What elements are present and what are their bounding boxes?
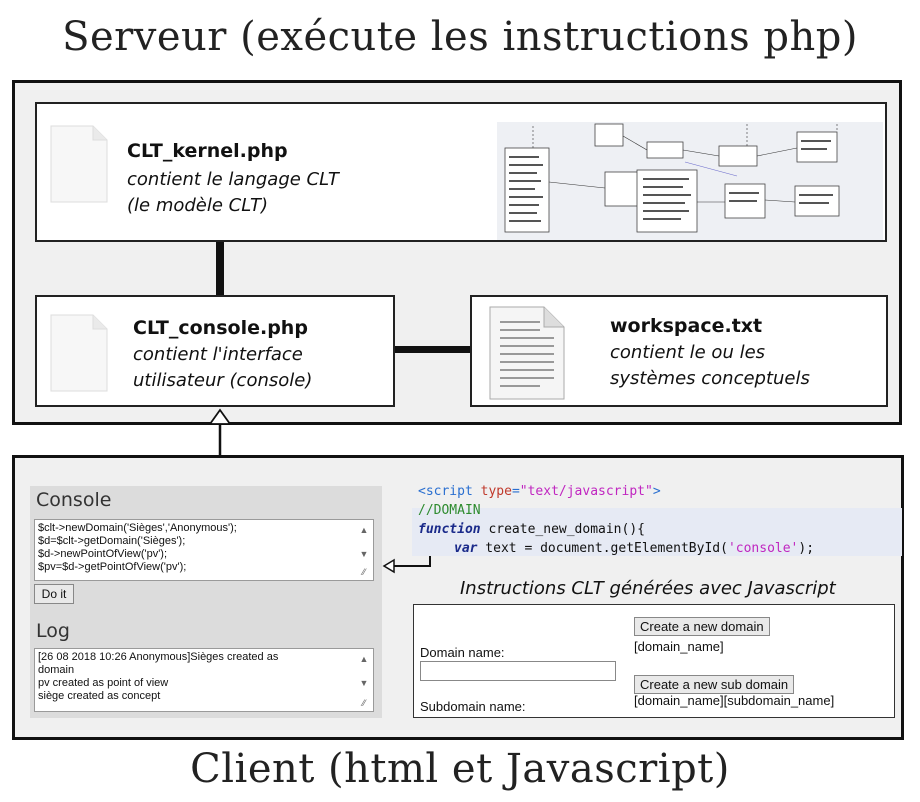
console-textarea[interactable]: $clt->newDomain('Sièges','Anonymous'); $… <box>34 519 374 581</box>
javascript-code-snippet: <script type="text/javascript"> //DOMAIN… <box>412 482 902 562</box>
domain-name-input[interactable] <box>420 661 616 681</box>
scroll-up-icon[interactable]: ▲ <box>359 525 369 535</box>
workspace-box: workspace.txt contient le ou les système… <box>470 295 888 407</box>
code-line-2: //DOMAIN <box>418 503 481 518</box>
create-domain-button[interactable]: Create a new domain <box>634 617 770 636</box>
console-php-box: CLT_console.php contient l'interface uti… <box>35 295 395 407</box>
log-line: domain <box>38 664 75 676</box>
subdomain-hint: [domain_name][subdomain_name] <box>634 693 835 708</box>
kernel-desc-line2: (le modèle CLT) <box>127 195 269 216</box>
console-php-filename: CLT_console.php <box>133 317 308 339</box>
client-title: Client (html et Javascript) <box>190 746 730 792</box>
code-line-1: <script type="text/javascript"> <box>418 484 661 499</box>
php-file-icon <box>50 125 108 203</box>
scroll-down-icon[interactable]: ▼ <box>359 678 369 688</box>
scroll-up-icon[interactable]: ▲ <box>359 654 369 664</box>
log-line: [26 08 2018 10:26 Anonymous]Sièges creat… <box>38 651 279 663</box>
scroll-down-icon[interactable]: ▼ <box>359 549 369 559</box>
domain-form-panel: Domain name: Create a new domain [domain… <box>413 604 895 718</box>
console-panel: Console $clt->newDomain('Sièges','Anonym… <box>30 486 382 718</box>
log-line: siège created as concept <box>38 690 161 702</box>
console-php-desc-line2: utilisateur (console) <box>133 370 313 391</box>
create-subdomain-button[interactable]: Create a new sub domain <box>634 675 795 694</box>
console-line: $pv=$d->getPointOfView('pv'); <box>38 561 187 573</box>
uml-diagram-thumbnail <box>497 122 883 240</box>
text-document-icon <box>489 306 565 400</box>
javascript-caption: Instructions CLT générées avec Javascrip… <box>460 578 836 599</box>
subdomain-name-label: Subdomain name: <box>420 699 526 714</box>
console-php-desc-line1: contient l'interface <box>133 344 303 365</box>
console-title: Console <box>36 489 112 511</box>
domain-hint: [domain_name] <box>634 639 724 654</box>
workspace-desc-line2: systèmes conceptuels <box>610 368 810 389</box>
resize-grip-icon[interactable]: ⁄⁄ <box>362 567 366 577</box>
code-line-3: function create_new_domain(){ <box>418 522 645 537</box>
server-title: Serveur (exécute les instructions php) <box>62 14 858 60</box>
kernel-console-connector <box>216 242 224 296</box>
code-line-4: var text = document.getElementById('cons… <box>454 541 815 556</box>
code-highlight <box>412 508 902 556</box>
console-line: $clt->newDomain('Sièges','Anonymous'); <box>38 522 237 534</box>
log-line: pv created as point of view <box>38 677 169 689</box>
console-line: $d=$clt->getDomain('Sièges'); <box>38 535 186 547</box>
code-to-console-arrow <box>382 552 431 574</box>
kernel-desc-line1: contient le langage CLT <box>127 169 339 190</box>
kernel-filename: CLT_kernel.php <box>127 140 288 162</box>
resize-grip-icon[interactable]: ⁄⁄ <box>362 698 366 708</box>
kernel-box: CLT_kernel.php contient le langage CLT (… <box>35 102 887 242</box>
php-file-icon <box>50 314 108 392</box>
workspace-filename: workspace.txt <box>610 315 763 337</box>
log-textarea[interactable]: [26 08 2018 10:26 Anonymous]Sièges creat… <box>34 648 374 712</box>
workspace-desc-line1: contient le ou les <box>610 342 766 363</box>
console-line: $d->newPointOfView('pv'); <box>38 548 168 560</box>
console-workspace-connector <box>395 346 470 353</box>
domain-name-label: Domain name: <box>420 645 505 660</box>
do-it-button[interactable]: Do it <box>34 584 74 604</box>
log-title: Log <box>36 620 70 642</box>
